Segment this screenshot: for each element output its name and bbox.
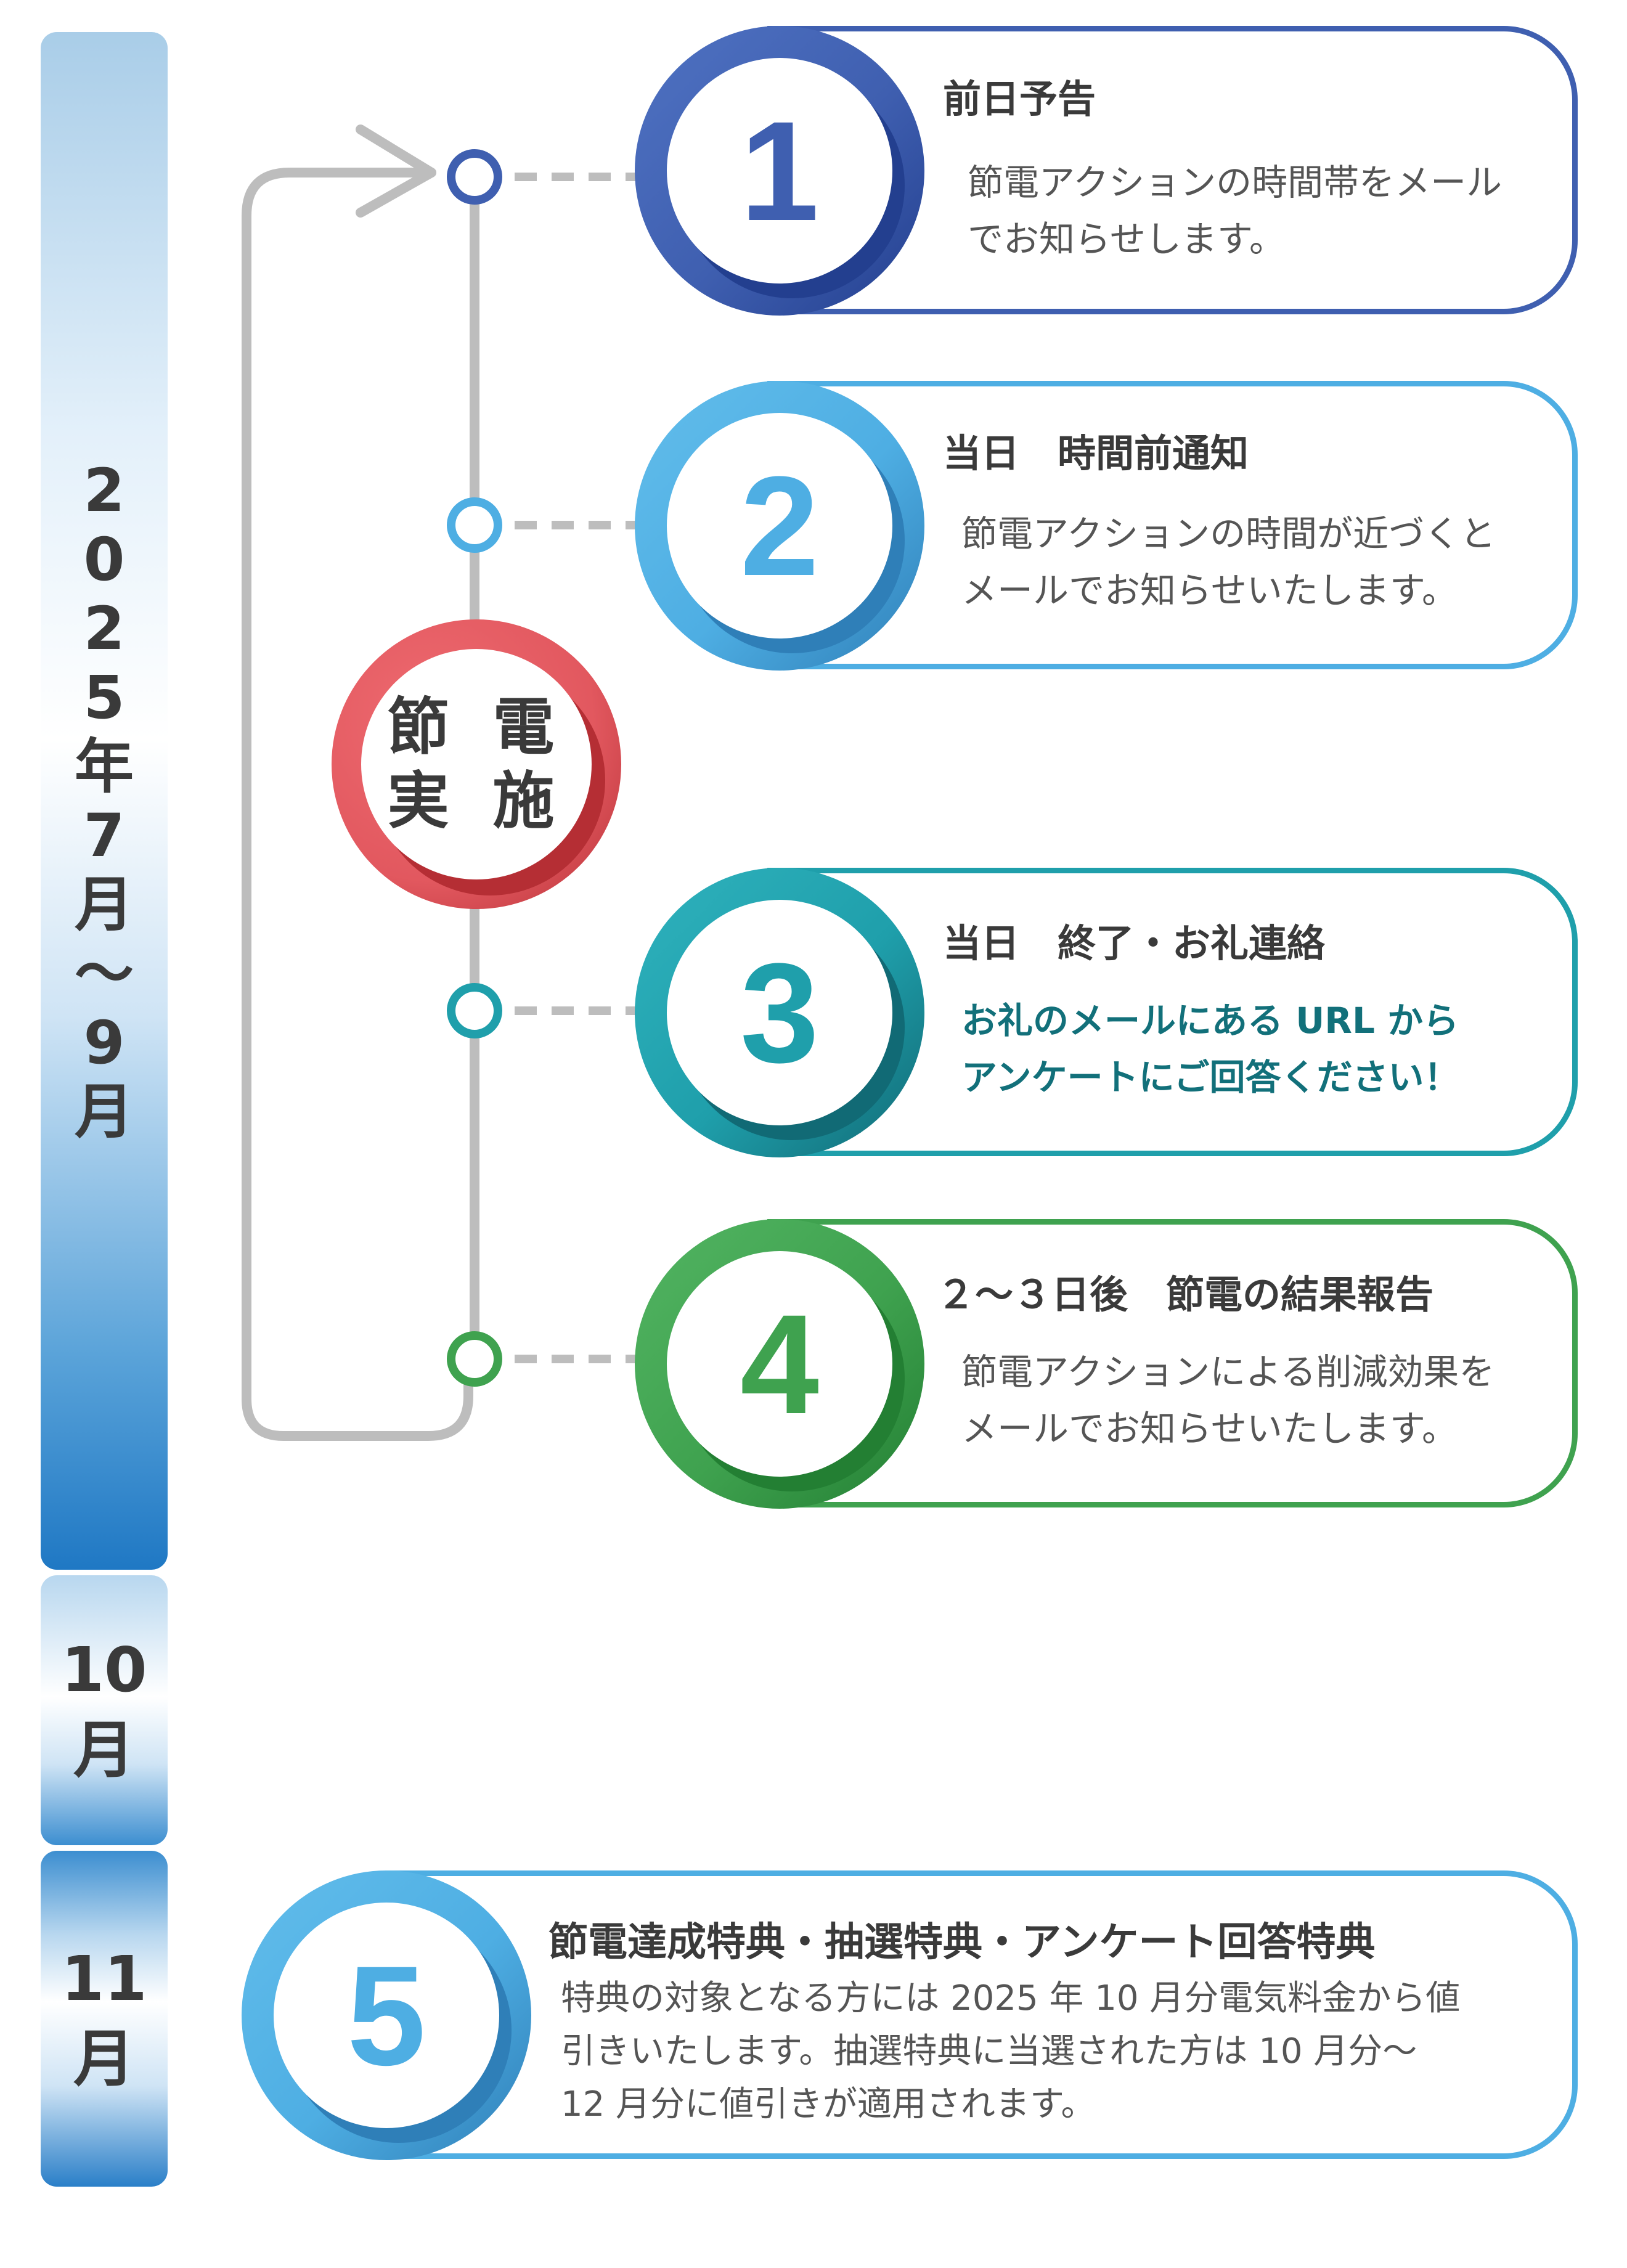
step-number-ring-2: 2 — [635, 381, 924, 671]
step-number-ring-4: 4 — [635, 1219, 924, 1509]
step-title-1: 前日予告 — [943, 76, 1096, 121]
loop-back-line — [242, 168, 473, 1441]
period-bar-jul-sep: 2 0 2 5 年 7 月 〜 9 月 — [41, 32, 168, 1570]
step-number-4: 4 — [667, 1251, 892, 1477]
step-card-5 — [385, 1870, 1578, 2159]
period-label: 10 月 — [61, 1634, 147, 1786]
period-label: 11 月 — [61, 1942, 147, 2095]
step-body-3: お礼のメールにある URL から アンケートにご回答ください！ — [961, 1000, 1460, 1098]
center-node-ring: 節 電 実 施 — [332, 619, 621, 909]
node-1 — [447, 149, 502, 205]
step-number-ring-3: 3 — [635, 868, 924, 1157]
center-node-label: 節 電 実 施 — [361, 649, 592, 879]
step-body-4: 節電アクションによる削減効果を メールでお知らせいたします。 — [961, 1351, 1495, 1450]
arrow-head-icon — [356, 124, 436, 218]
step-body-1: 節電アクションの時間帯をメール でお知らせします。 — [968, 161, 1503, 260]
step-title-4: ２〜３日後 節電の結果報告 — [937, 1272, 1434, 1317]
step-card-3 — [767, 868, 1578, 1156]
step-title-2: 当日 時間前通知 — [943, 431, 1249, 476]
step-body-2: 節電アクションの時間が近づくと メールでお知らせいたします。 — [961, 513, 1496, 611]
step-title-3: 当日 終了・お礼連絡 — [943, 921, 1326, 966]
period-label: 2 0 2 5 年 7 月 〜 9 月 — [75, 455, 134, 1146]
step-number-3: 3 — [667, 900, 892, 1125]
step-number-ring-1: 1 — [635, 26, 924, 316]
step-body-5: 特典の対象となる方には 2025 年 10 月分電気料金から値 引きいたします。… — [561, 1978, 1461, 2124]
node-2 — [447, 497, 502, 553]
period-bar-nov: 11 月 — [41, 1851, 168, 2187]
step-number-ring-5: 5 — [242, 1870, 531, 2160]
step-number-5: 5 — [274, 1903, 499, 2128]
step-title-5: 節電達成特典・抽選特典・アンケート回答特典 — [548, 1920, 1376, 1965]
step-number-2: 2 — [667, 413, 892, 638]
node-4 — [447, 1331, 502, 1387]
step-number-1: 1 — [667, 58, 892, 284]
period-bar-oct: 10 月 — [41, 1575, 168, 1845]
node-3 — [447, 983, 502, 1038]
